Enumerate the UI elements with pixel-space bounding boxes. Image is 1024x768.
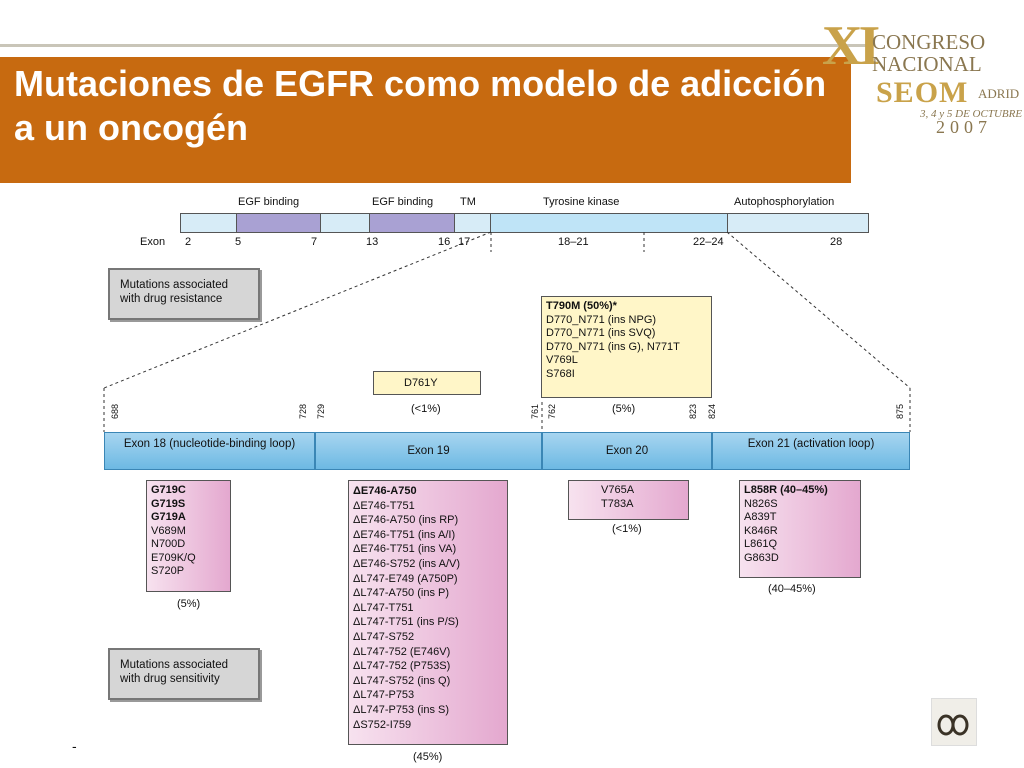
exon20-mutations-box: V765A T783A xyxy=(568,480,689,520)
legend-drug-sensitivity: Mutations associated with drug sensitivi… xyxy=(108,648,260,700)
mutation-item: S720P xyxy=(151,565,185,577)
mutation-item: L858R (40–45%) xyxy=(744,484,828,496)
exon-number: 2 xyxy=(185,236,192,248)
logo-date: 3, 4 y 5 DE OCTUBRE xyxy=(920,108,1023,120)
exon-number: 5 xyxy=(235,236,242,248)
mutation-item: ΔE746-T751 (ins A/I) xyxy=(353,528,456,541)
mutation-item: D770_N771 (ins SVQ) xyxy=(546,327,656,339)
position-number: 688 xyxy=(110,404,120,420)
mutation-item: V765A xyxy=(601,484,635,496)
exon-number: 17 xyxy=(458,236,471,248)
exon18-mutations-box: G719C G719S G719A V689M N700D E709K/Q S7… xyxy=(146,480,231,592)
logo-seom: SEOM xyxy=(876,76,969,109)
mutation-item: G719C xyxy=(151,484,186,496)
exon-19-segment: Exon 19 xyxy=(315,432,542,470)
domain-egf-binding-2: EGF binding xyxy=(372,196,434,208)
domain-egf-binding-1: EGF binding xyxy=(238,196,300,208)
legend-drug-resistance: Mutations associated with drug resistanc… xyxy=(108,268,260,320)
domain-autophosphorylation: Autophosphorylation xyxy=(734,196,835,208)
mutation-item: L861Q xyxy=(744,538,778,550)
mutation-item: ΔL747-T751 (ins P/S) xyxy=(353,616,459,629)
exon-18-segment: Exon 18 (nucleotide-binding loop) xyxy=(104,432,315,470)
exon-20-segment: Exon 20 xyxy=(542,432,712,470)
exon21-mutations-box: L858R (40–45%) N826S A839T K846R L861Q G… xyxy=(739,480,861,578)
d761y-box: D761Y xyxy=(373,371,481,395)
mutation-item: N826S xyxy=(744,497,778,510)
exon-axis-label: Exon xyxy=(140,236,166,248)
mutation-item: ΔL747-P753 xyxy=(353,689,415,702)
mutation-item: ΔE746-T751 xyxy=(353,499,415,512)
mutation-item: ΔE746-A750 xyxy=(353,485,417,497)
mutation-item: G719A xyxy=(151,511,186,523)
domain-tm: TM xyxy=(460,196,476,208)
mutation-item: ΔL747-752 (P753S) xyxy=(353,660,451,673)
footer-dash: - xyxy=(72,738,77,754)
mutation-item: ΔS752-I759 xyxy=(353,718,412,731)
mutation-item: V769L xyxy=(546,354,578,366)
position-number: 875 xyxy=(895,404,905,420)
position-number: 824 xyxy=(707,404,717,420)
exon18-percent: (5%) xyxy=(177,598,201,610)
exon20-percent: (<1%) xyxy=(612,523,642,535)
mutation-item: D770_N771 (ins G), N771T xyxy=(546,340,680,353)
mutation-item: V689M xyxy=(151,524,186,537)
exon21-percent: (40–45%) xyxy=(768,583,816,595)
d761y-percent: (<1%) xyxy=(411,403,441,415)
mutation-item: N700D xyxy=(151,538,186,550)
position-number: 762 xyxy=(547,404,557,420)
corner-logo-icon xyxy=(937,714,969,736)
exon-number: 28 xyxy=(830,236,843,248)
mutation-item: K846R xyxy=(744,524,778,537)
mutation-item: ΔL747-P753 (ins S) xyxy=(353,703,450,716)
egf-binding-segment-1 xyxy=(236,214,321,232)
logo-nacional: NACIONAL xyxy=(872,52,982,76)
exon-number: 16 xyxy=(438,236,451,248)
mutation-item: T783A xyxy=(601,497,634,510)
resistance-mutations-box: T790M (50%)* D770_N771 (ins NPG) D770_N7… xyxy=(541,296,712,398)
mutation-item: ΔL747-T751 xyxy=(353,601,414,614)
egf-binding-segment-2 xyxy=(369,214,455,232)
exon-number: 18–21 xyxy=(558,236,589,248)
exon-number: 13 xyxy=(366,236,379,248)
exon-21-segment: Exon 21 (activation loop) xyxy=(712,432,910,470)
tm-segment xyxy=(458,214,491,232)
mutation-item: ΔL747-S752 xyxy=(353,630,415,643)
mutation-item: ΔL747-A750 (ins P) xyxy=(353,587,450,600)
exon-number: 7 xyxy=(311,236,318,248)
mutation-item: ΔL747-752 (E746V) xyxy=(353,645,451,658)
mutation-item: ΔE746-A750 (ins RP) xyxy=(353,514,459,527)
mutation-item: ΔL747-E749 (A750P) xyxy=(353,572,458,585)
mutation-item: S768I xyxy=(546,367,575,380)
logo-congreso: CONGRESO xyxy=(872,30,986,54)
mutation-item: G863D xyxy=(744,551,779,564)
mutation-item: ΔL747-S752 (ins Q) xyxy=(353,674,451,687)
position-number: 729 xyxy=(316,404,326,420)
exon19-percent: (45%) xyxy=(413,751,443,763)
mutation-item: ΔE746-S752 (ins A/V) xyxy=(353,557,461,570)
corner-logo xyxy=(931,698,977,746)
exon-number: 22–24 xyxy=(693,236,724,248)
mutation-item: E709K/Q xyxy=(151,551,196,564)
tyrosine-kinase-segment xyxy=(491,214,728,232)
position-number: 761 xyxy=(530,404,540,420)
mutation-item: A839T xyxy=(744,511,777,523)
mutation-item: G719S xyxy=(151,497,186,510)
domain-tyrosine-kinase: Tyrosine kinase xyxy=(543,196,620,208)
mutation-item: D770_N771 (ins NPG) xyxy=(546,313,657,326)
logo-year: 2007 xyxy=(936,117,992,137)
mutation-item: T790M (50%)* xyxy=(546,300,617,312)
position-number: 823 xyxy=(688,404,698,420)
title-banner xyxy=(0,57,851,183)
congress-numeral: XI xyxy=(822,15,880,77)
logo-madrid: ADRID xyxy=(978,86,1020,101)
mutation-item: ΔE746-T751 (ins VA) xyxy=(353,543,457,556)
header-divider xyxy=(0,44,870,47)
slide-title: Mutaciones de EGFR como modelo de adicci… xyxy=(14,63,827,148)
resistance-percent: (5%) xyxy=(612,403,636,415)
position-number: 728 xyxy=(298,404,308,420)
exon19-mutations-box: ΔE746-A750 ΔE746-T751 ΔE746-A750 (ins RP… xyxy=(348,480,508,745)
